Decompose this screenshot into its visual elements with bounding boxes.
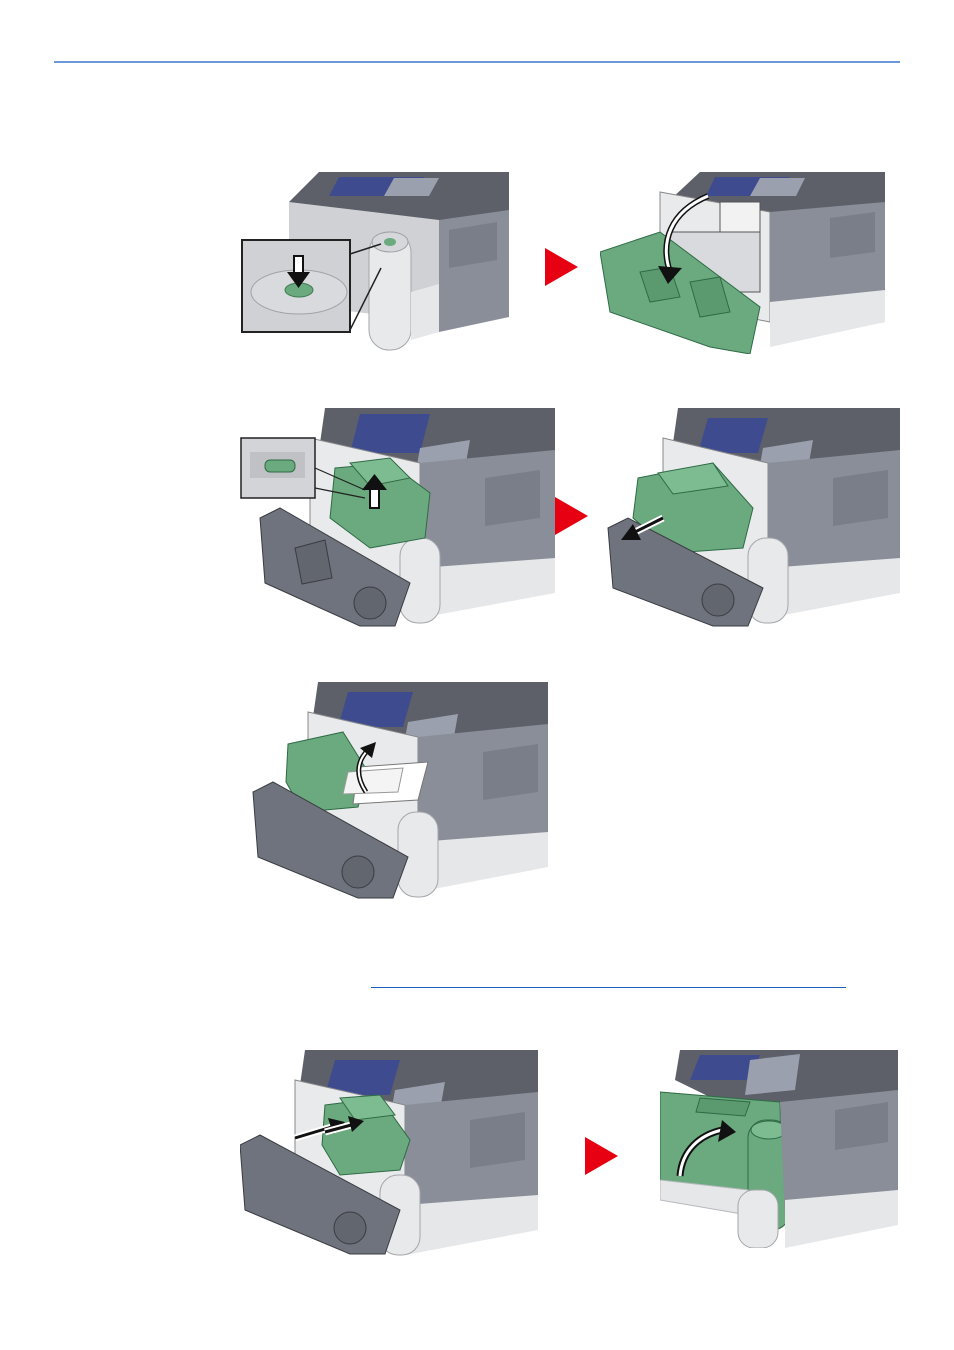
illustration-close-front-cover — [660, 1050, 898, 1248]
next-step-arrow-icon — [555, 497, 588, 535]
illustration-open-front-cover — [600, 172, 890, 354]
illustration-press-release-button — [241, 172, 516, 354]
illustration-pull-out-unit — [603, 408, 900, 628]
illustration-lift-drum-unit — [240, 408, 555, 628]
header-rule — [54, 61, 900, 63]
next-step-arrow-icon — [585, 1137, 618, 1175]
next-step-arrow-icon — [545, 248, 578, 286]
illustration-remove-jammed-paper — [248, 682, 548, 900]
illustration-push-in-unit — [240, 1050, 538, 1256]
link-underline — [371, 987, 846, 988]
